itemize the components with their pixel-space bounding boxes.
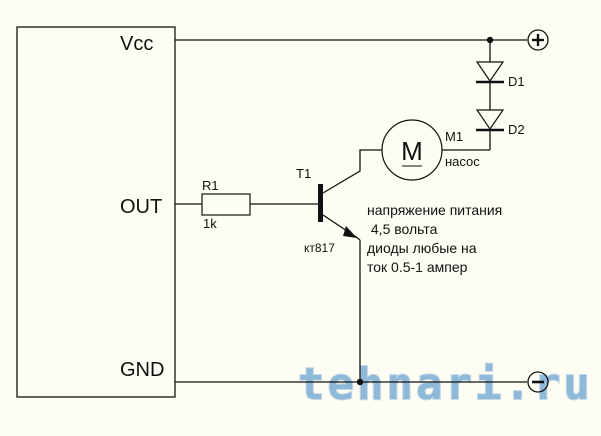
transistor-model: кт817 [304, 241, 335, 255]
diode-d2: D2 [475, 109, 525, 137]
notes: напряжение питания 4,5 вольта диоды любы… [367, 202, 502, 275]
transistor-ref: T1 [296, 166, 311, 181]
motor-symbol: M [401, 136, 423, 166]
diode-d1-label: D1 [508, 74, 525, 89]
negative-terminal [527, 371, 549, 393]
resistor-ref: R1 [202, 178, 219, 193]
pin-label-gnd: GND [120, 359, 164, 381]
note-line: 4,5 вольта [367, 221, 438, 237]
motor-m1: M M1 насос [381, 119, 480, 181]
pin-label-vcc: Vcc [120, 33, 153, 55]
motor-to-collector-wire [322, 149, 382, 194]
diode-icon [475, 61, 505, 83]
watermark: tehnari.ru [297, 358, 593, 411]
transistor-icon [318, 184, 323, 222]
emitter-arrow-icon [343, 226, 357, 238]
diode-d2-label: D2 [508, 122, 525, 137]
controller-ic: Vcc OUT GND [16, 26, 176, 398]
resistor-value: 1k [203, 216, 217, 231]
resistor-r1: R1 1k [201, 178, 251, 231]
resistor-icon [201, 193, 251, 216]
motor-ref: M1 [445, 129, 463, 144]
motor-description: насос [445, 154, 480, 169]
positive-terminal [527, 29, 549, 51]
note-line: диоды любые на [367, 240, 477, 256]
diode-d1: D1 [475, 61, 525, 89]
transistor-t1: T1 кт817 [296, 166, 361, 255]
ic-outline [16, 26, 176, 398]
gnd-junction [356, 378, 364, 386]
note-line: напряжение питания [367, 202, 502, 218]
diode-icon [475, 109, 505, 131]
watermark-text: tehnari.ru [298, 359, 593, 410]
minus-terminal-icon [527, 371, 549, 393]
pin-label-out: OUT [120, 196, 162, 218]
note-line: ток 0.5-1 ампер [367, 259, 468, 275]
